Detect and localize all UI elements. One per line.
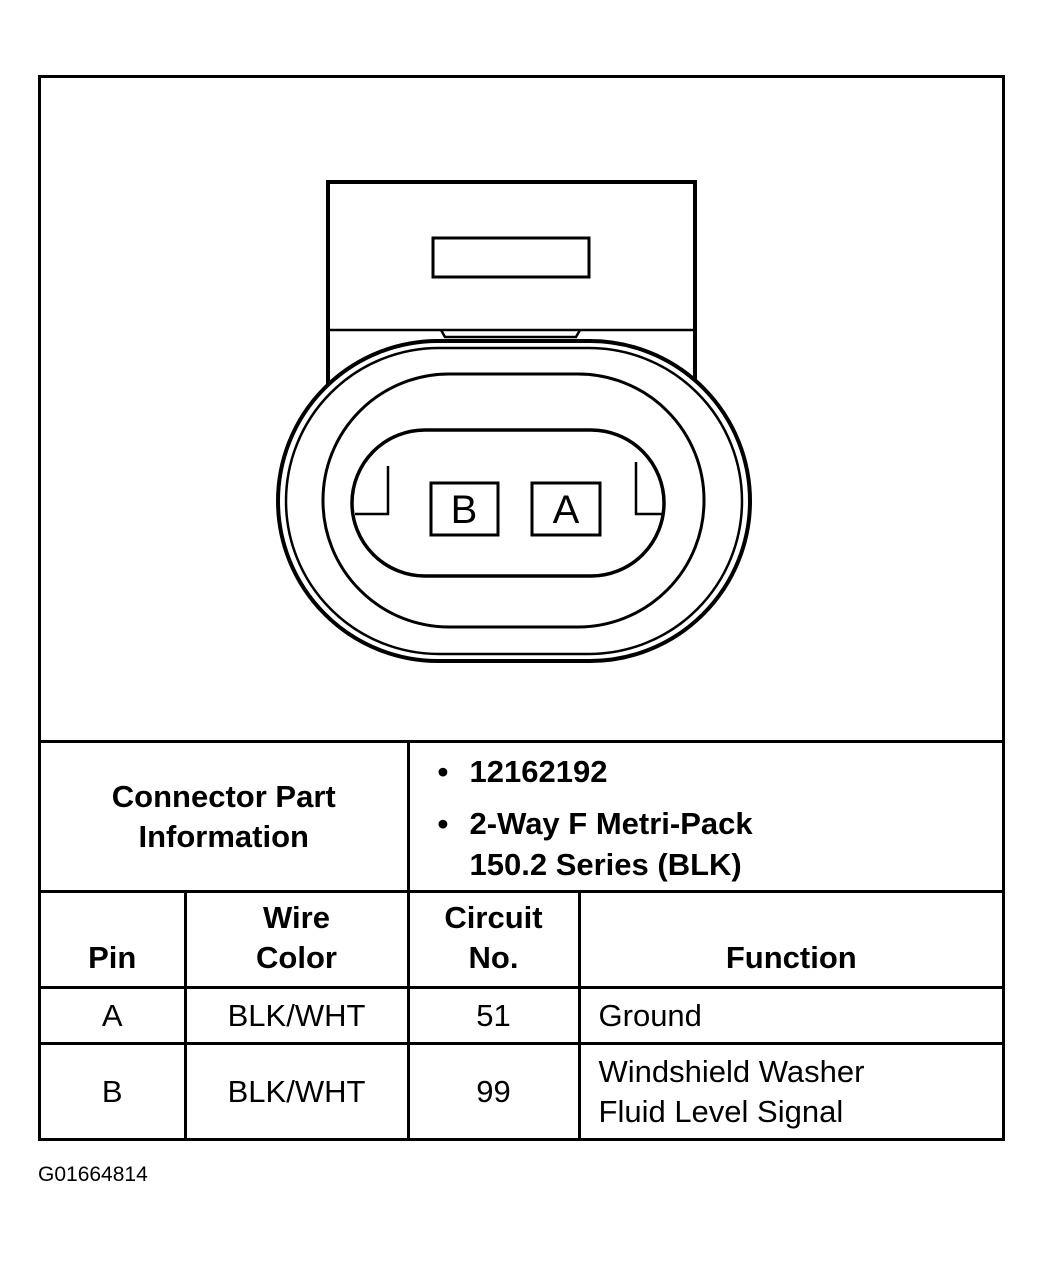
pin-cell: B [41,1042,187,1140]
part-info-list: 12162192 2-Way F Metri-Pack 150.2 Series… [410,751,1003,885]
circuit-no-header: Circuit No. [406,890,581,989]
wire-color-header: Wire Color [183,890,410,989]
circuit-no-header-line2: No. [468,940,519,975]
part-info-label: Connector Part Information [41,740,410,893]
pin-cell: A [41,986,187,1045]
wire-color-header-line1: Wire [263,900,330,935]
connector-outer-shell [276,339,752,663]
part-number: 12162192 [469,754,608,789]
function-cell: Windshield Washer Fluid Level Signal [577,1042,1003,1140]
function-line1: Windshield Washer [598,1054,865,1090]
wire-color-cell: BLK/WHT [183,986,410,1045]
circuit-no-header-line1: Circuit [444,900,543,935]
latch-tab [431,236,591,279]
diagram-frame: B A Connector Part Information 12162192 … [38,75,1005,1141]
table-row: A BLK/WHT 51 Ground [41,986,1003,1045]
connector-key-left [355,466,390,516]
part-description-line2: 150.2 Series (BLK) [469,847,742,882]
pin-header-text: Pin [88,940,137,975]
part-info-values: 12162192 2-Way F Metri-Pack 150.2 Series… [406,740,1003,893]
part-description-item: 2-Way F Metri-Pack 150.2 Series (BLK) [438,803,1003,885]
part-number-item: 12162192 [438,751,1003,792]
function-cell: Ground [577,986,1003,1045]
connector-seal-ring [321,372,706,629]
connector-key-right [634,462,663,516]
function-header-text: Function [725,940,857,975]
part-info-label-line2: Information [138,818,310,854]
terminal-b-box [429,481,500,537]
table-row: B BLK/WHT 99 Windshield Washer Fluid Lev… [41,1042,1003,1140]
terminal-a-box [530,481,602,537]
circuit-no-cell: 51 [406,986,581,1045]
connector-cavity [350,428,666,578]
connector-face-drawing: B A [276,180,752,663]
connector-outer-shell-inner-edge [284,346,744,656]
function-header: Function [577,890,1003,989]
part-info-row: Connector Part Information 12162192 2-Wa… [41,740,1003,893]
wire-color-cell: BLK/WHT [183,1042,410,1140]
latch-notch [439,329,582,339]
figure-id: G01664814 [38,1163,148,1186]
pin-header: Pin [41,890,187,989]
pin-b-label: B [451,488,478,532]
circuit-no-cell: 99 [406,1042,581,1140]
connector-info-table: Connector Part Information 12162192 2-Wa… [41,740,1003,1140]
part-description-line1: 2-Way F Metri-Pack [469,806,753,841]
pin-a-label: A [553,488,580,532]
function-line2: Fluid Level Signal [598,1094,844,1130]
wire-color-header-line2: Color [256,940,337,975]
function-line1: Ground [598,997,702,1033]
latch-housing [326,180,697,430]
column-header-row: Pin Wire Color Circuit No. Function [41,890,1003,989]
part-info-label-line1: Connector Part [111,778,336,814]
